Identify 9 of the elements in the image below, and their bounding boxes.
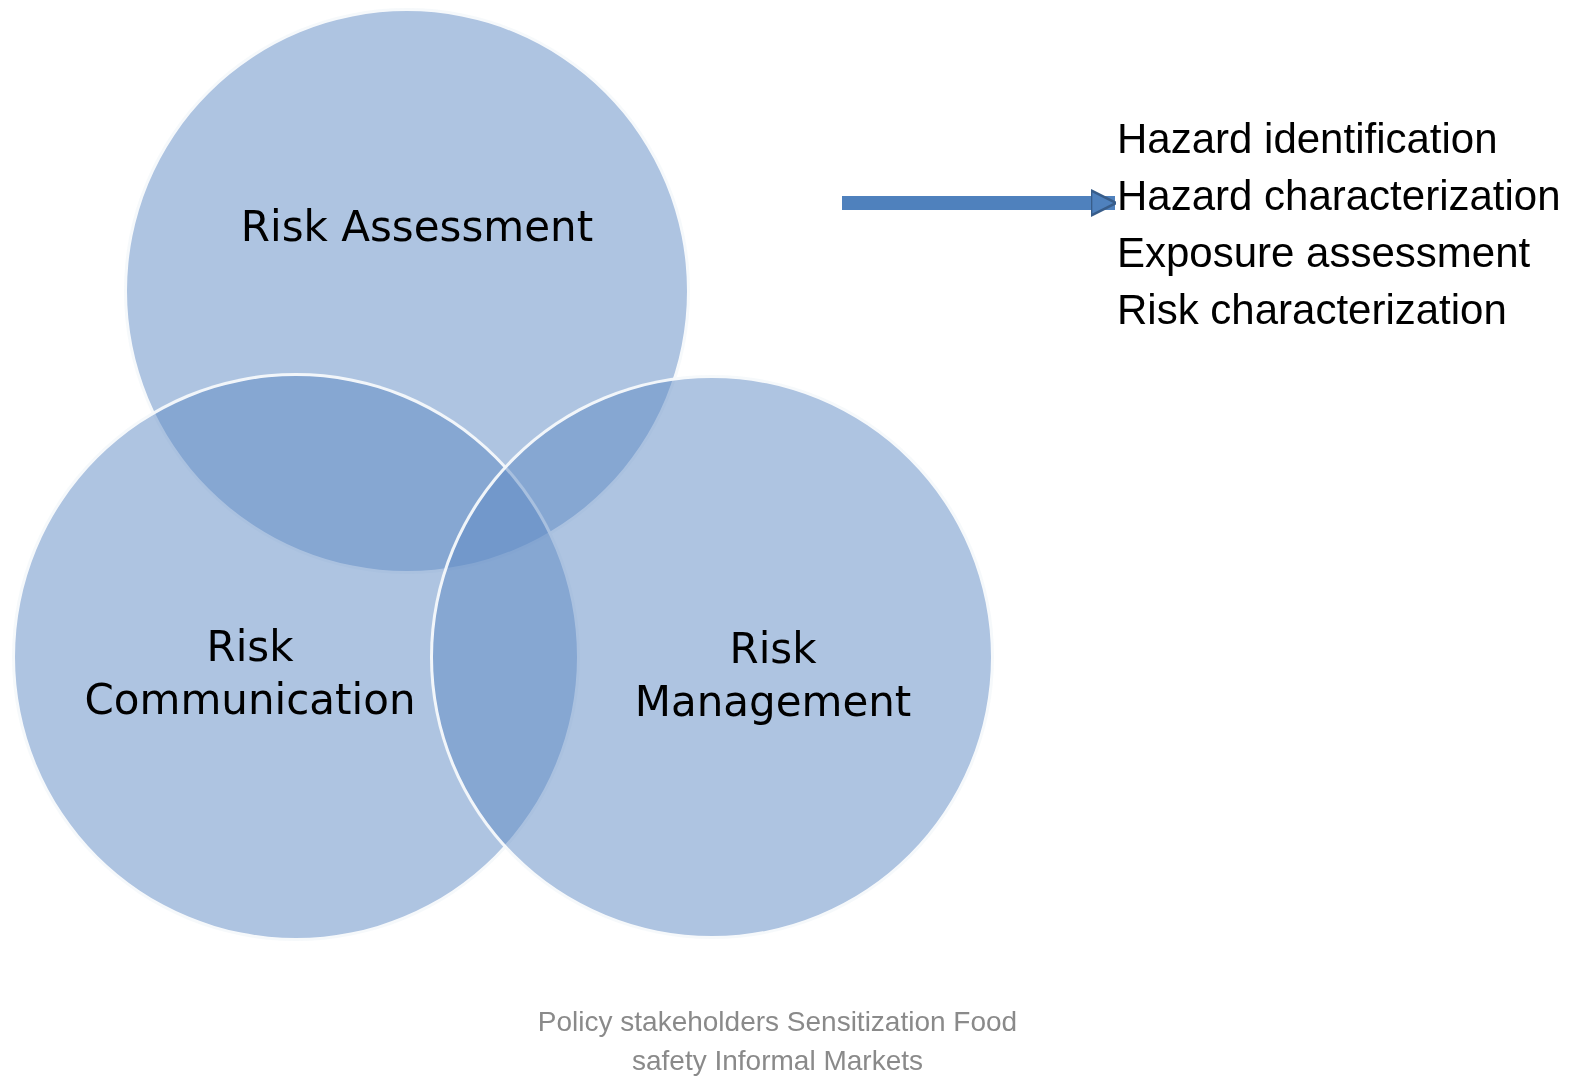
- circle-label: Risk Assessment: [239, 201, 595, 253]
- list-item: Hazard characterization: [1117, 171, 1561, 221]
- circle-label: Risk Communication: [83, 621, 417, 726]
- caption: Policy stakeholders Sensitization Food safety Informal Markets: [536, 1005, 1019, 1078]
- list-item: Risk characterization: [1117, 285, 1508, 335]
- list-item: Hazard identification: [1117, 114, 1499, 164]
- circle-label: Risk Management: [633, 623, 913, 728]
- list-item: Exposure assessment: [1117, 228, 1532, 278]
- block-arrow: [842, 189, 1118, 217]
